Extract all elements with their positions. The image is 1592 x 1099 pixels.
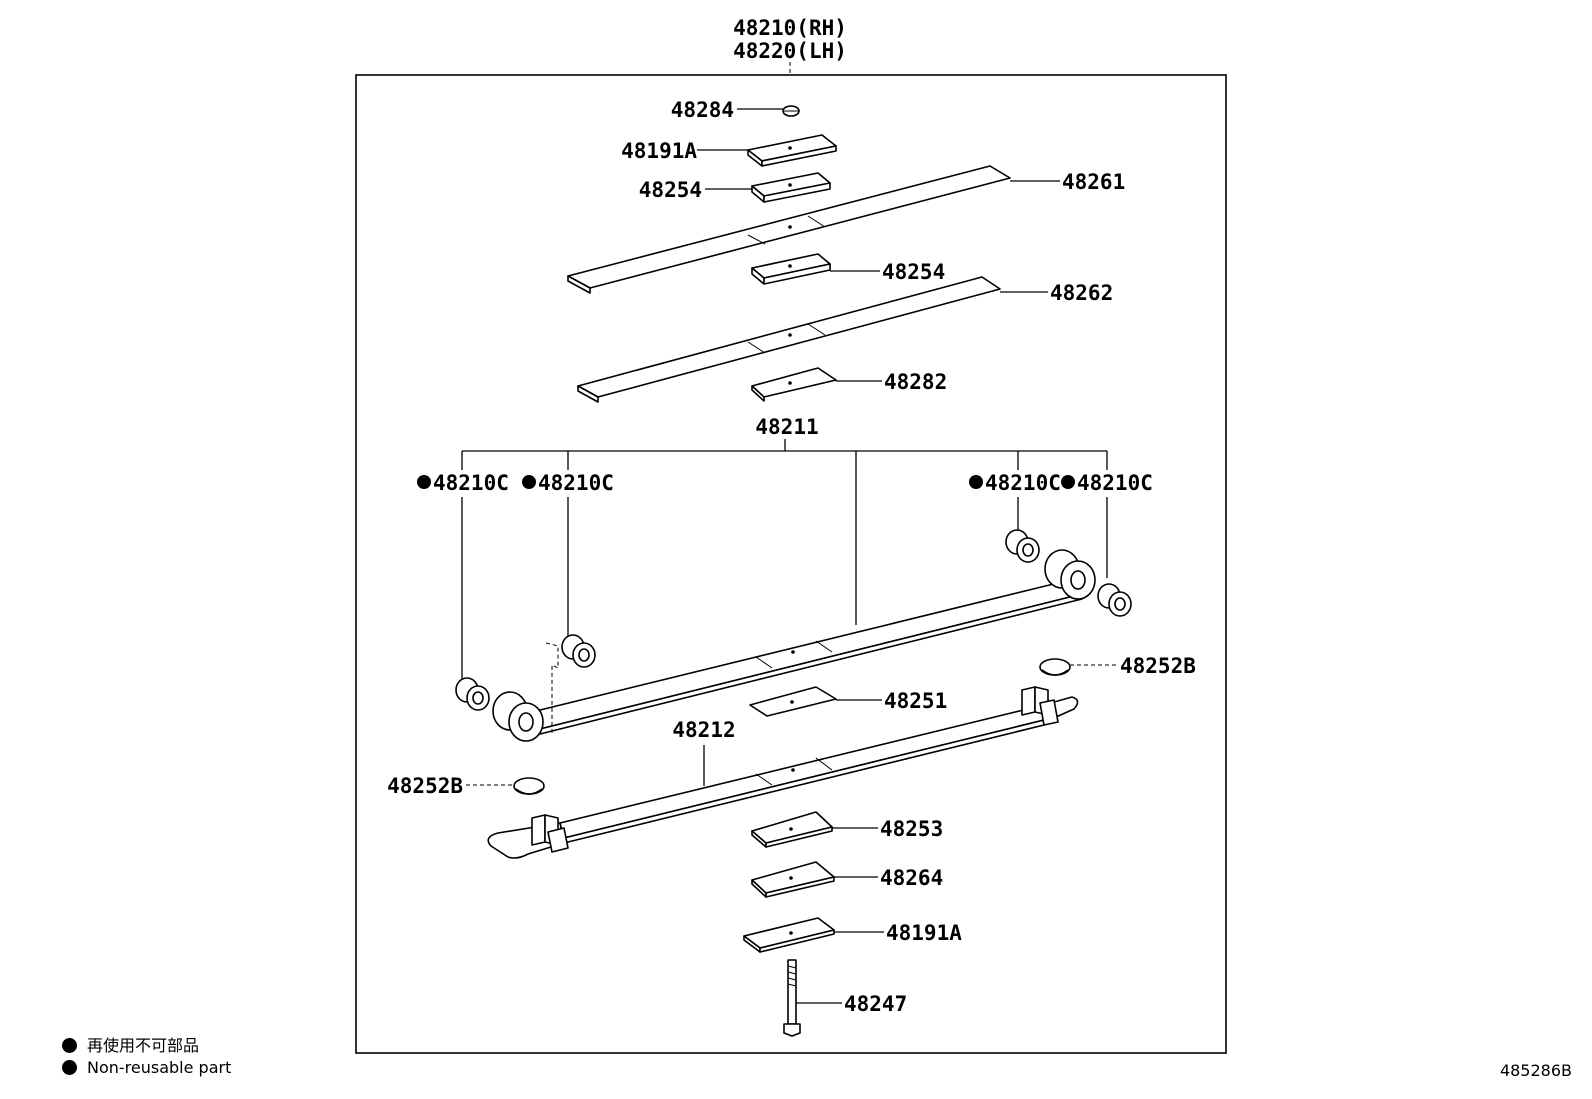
part-48261-leaf [567,165,1011,294]
part-48252B-left-cap [513,777,545,795]
part-48282-spacer [751,367,837,402]
legend-dot-icon [62,1060,77,1075]
part-48211-main-leaf [492,549,1096,742]
assembly-lh-label: 48220(LH) [733,39,847,63]
bushing-right-outer [1097,583,1132,617]
label-48191A-top: 48191A [621,139,697,163]
part-48254-top-spacer [751,172,831,203]
label-48261: 48261 [1062,170,1125,194]
diagram-frame [355,74,1227,1054]
bushing-right-inner [1005,529,1040,563]
part-48284-nut [782,105,800,117]
assembly-rh-label: 48210(RH) [733,16,847,40]
part-48191A-top-pad [747,134,837,167]
label-48191A-bottom: 48191A [886,921,962,945]
legend-en-text: Non-reusable part [87,1058,232,1077]
part-48262-leaf [577,276,1001,403]
part-48252B-right-cap [1039,658,1071,676]
label-48254-mid: 48254 [882,260,945,284]
part-48253-spacer [751,811,833,848]
label-48262: 48262 [1050,281,1113,305]
part-48191A-bottom-pad [743,917,835,953]
leader-48211 [461,439,1108,625]
label-48282: 48282 [884,370,947,394]
part-48264-pad [751,861,835,898]
non-reusable-dot-3 [969,475,983,489]
label-48210C-1: 48210C [433,471,509,495]
legend-jp-text: 再使用不可部品 [87,1036,200,1055]
label-48253: 48253 [880,817,943,841]
label-48252B-right: 48252B [1120,654,1196,678]
non-reusable-dot-4 [1061,475,1075,489]
legend-jp: 再使用不可部品 [62,1032,199,1056]
non-reusable-dot-1 [417,475,431,489]
label-48212: 48212 [672,718,735,742]
label-48210C-4: 48210C [1077,471,1153,495]
label-48210C-3: 48210C [985,471,1061,495]
bushing-left-outer [455,677,490,711]
legend-en: Non-reusable part [62,1058,231,1077]
diagram-code: 485286B [1499,1061,1572,1080]
label-48247: 48247 [844,992,907,1016]
part-48254-mid-spacer [751,253,831,285]
part-48212-lower-leaf [487,686,1079,859]
non-reusable-dot-2 [522,475,536,489]
label-48251: 48251 [884,689,947,713]
part-48247-center-bolt [783,959,801,1037]
legend-dot-icon [62,1038,77,1053]
label-48211: 48211 [755,415,818,439]
label-48264: 48264 [880,866,943,890]
label-48284: 48284 [671,98,734,122]
part-48251-spacer [749,686,837,717]
label-48210C-2: 48210C [538,471,614,495]
bushing-left-inner [561,634,596,668]
label-48252B-left: 48252B [387,774,463,798]
label-48254-top: 48254 [639,178,702,202]
